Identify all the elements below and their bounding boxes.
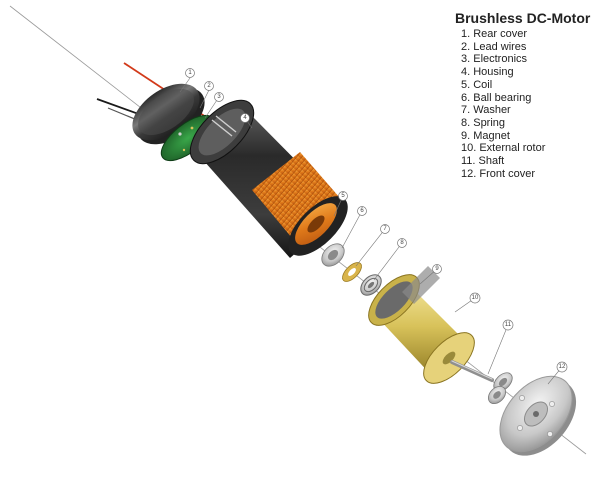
svg-text:1: 1 xyxy=(188,70,192,76)
svg-text:5: 5 xyxy=(341,193,345,199)
svg-text:2: 2 xyxy=(207,83,211,89)
svg-text:7: 7 xyxy=(383,226,387,232)
parts-list-item: 10. External rotor xyxy=(461,142,546,155)
shaft xyxy=(450,360,494,382)
parts-list-item: 1. Rear cover xyxy=(461,28,528,40)
svg-text:12: 12 xyxy=(559,364,566,370)
callout-8: 8 xyxy=(397,238,407,248)
parts-list-item: 3. Electronics xyxy=(461,53,528,66)
svg-text:10: 10 xyxy=(472,295,479,301)
svg-text:9: 9 xyxy=(435,266,439,272)
callout-3: 3 xyxy=(214,92,224,102)
svg-text:3: 3 xyxy=(217,94,221,100)
ball-bearing-rear xyxy=(321,243,345,267)
front-cover xyxy=(499,375,577,456)
parts-legend: Brushless DC-Motor 1. Rear cover 2. Lead… xyxy=(455,10,600,180)
callout-7: 7 xyxy=(380,224,390,234)
housing xyxy=(189,99,348,258)
diagram-title: Brushless DC-Motor xyxy=(455,10,591,26)
svg-text:8: 8 xyxy=(400,240,404,246)
parts-list-item: 2. Lead wires xyxy=(461,40,527,53)
callout-markers: 1 2 3 4 5 6 7 8 9 10 11 12 xyxy=(185,68,568,373)
svg-text:6: 6 xyxy=(360,208,364,214)
parts-list: 1. Rear cover 2. Lead wires 3. Electroni… xyxy=(455,28,600,180)
parts-list-item: 7. Washer xyxy=(461,104,511,117)
external-rotor xyxy=(368,266,475,384)
parts-list-item: 6. Ball bearing xyxy=(461,91,532,104)
parts-list-item: 9. Magnet xyxy=(461,129,510,142)
callout-1: 1 xyxy=(185,68,195,78)
callout-12: 12 xyxy=(556,361,568,373)
callout-9: 9 xyxy=(432,264,442,274)
svg-text:11: 11 xyxy=(505,322,512,328)
coil xyxy=(252,152,340,238)
callout-2: 2 xyxy=(204,81,214,91)
parts-list-item: 12. Front cover xyxy=(461,167,535,180)
washer xyxy=(342,262,362,282)
parts-list-item: 4. Housing xyxy=(461,66,514,79)
callout-4: 4 xyxy=(240,113,250,123)
magnet xyxy=(402,266,440,304)
svg-text:4: 4 xyxy=(243,115,247,121)
parts-list-item: 8. Spring xyxy=(461,116,506,129)
callout-5: 5 xyxy=(338,191,348,201)
callout-6: 6 xyxy=(357,206,367,216)
ball-bearing-front xyxy=(487,372,513,405)
callout-11: 11 xyxy=(502,319,514,331)
parts-list-item: 11. Shaft xyxy=(461,155,505,168)
callout-10: 10 xyxy=(469,292,481,304)
parts-list-item: 5. Coil xyxy=(461,78,493,91)
spring xyxy=(360,274,382,296)
